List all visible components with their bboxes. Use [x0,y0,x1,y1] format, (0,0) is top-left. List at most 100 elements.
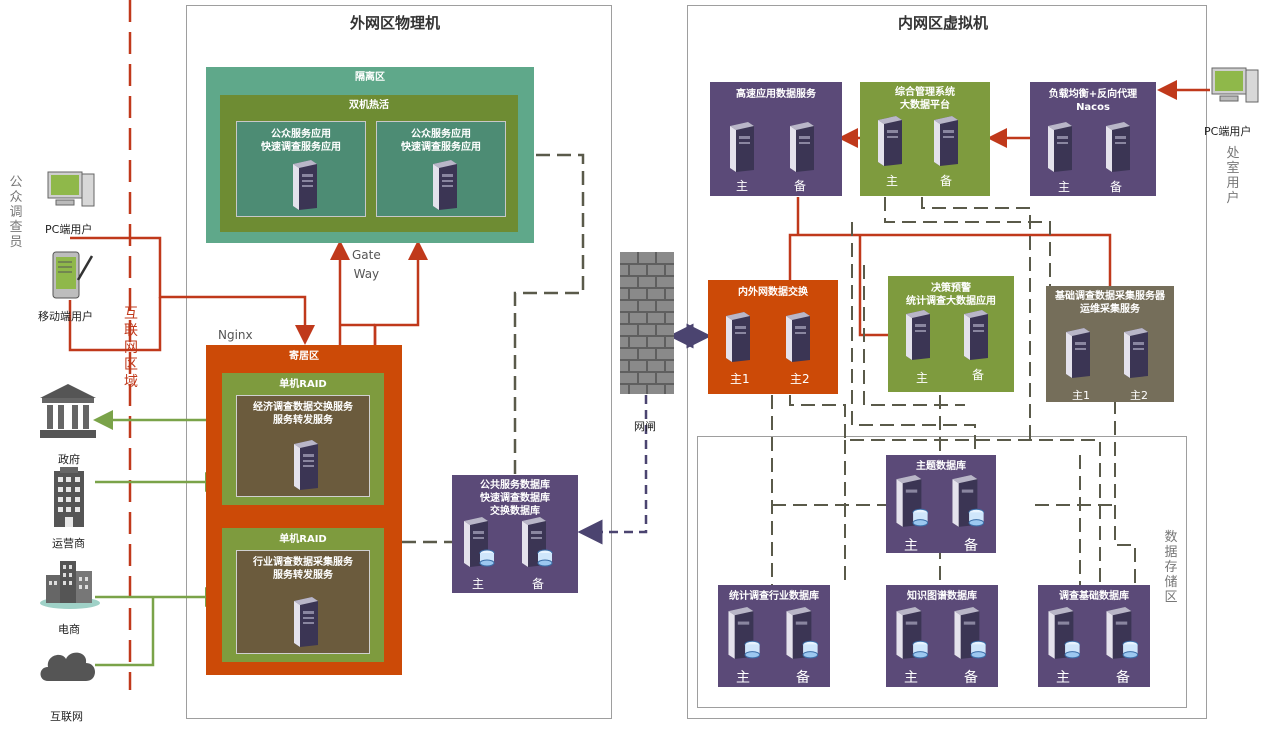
operator[interactable] [50,467,90,529]
isolation-zone: 隔离区 双机热活 公众服务应用 快速调查服务应用 公众服务应用 快速调查服务应用 [206,67,534,243]
server-icon [294,597,318,647]
office-tower-icon [54,467,84,527]
server-icon [433,160,457,210]
collection-service-subtitle: 服务转发服务 [273,570,333,581]
exchange-service-subtitle: 服务转发服务 [273,415,333,426]
office-users-label: 处室用户 [1226,146,1240,206]
industry-db-backup-label: 备 [796,670,810,686]
hs-app-title: 高速应用数据服务 [736,89,816,100]
dual-active-group: 双机热活 公众服务应用 快速调查服务应用 公众服务应用 快速调查服务应用 [220,95,518,232]
db-server-icon [1048,607,1081,659]
public-db-title-3: 交换数据库 [490,506,540,517]
survey-db-title: 调查基础数据库 [1059,591,1129,602]
nginx-label: Nginx [218,328,253,342]
storage-zone-label: 数据存储区 [1164,530,1178,605]
db-server-icon [1106,607,1139,659]
intranet-zone-title: 内网区虚拟机 [898,14,989,32]
hs-app-backup-label: 备 [794,179,807,193]
decision-title-1: 决策预警 [931,283,971,294]
gatekeeper-label: 网闸 [634,420,656,433]
server-icon [294,440,318,490]
public-app-1-subtitle: 快速调查服务应用 [261,142,341,153]
db-server-icon [786,607,819,659]
public-database[interactable]: 公共服务数据库 快速调查数据库 交换数据库 主 备 [452,475,578,593]
mgmt-title-2: 大数据平台 [900,100,950,111]
basic-survey-collector[interactable]: 基础调查数据采集服务器 运维采集服务 主1 主2 [1046,286,1174,402]
load-balancer-nacos[interactable]: 负载均衡+反向代理 Nacos 主 备 [1030,82,1156,196]
server-icon [790,122,814,172]
data-exchange-server[interactable]: 内外网数据交换 主1 主2 [708,280,838,394]
exch-title: 内外网数据交换 [738,287,808,298]
exchange-service-server[interactable]: 经济调查数据交换服务 服务转发服务 [236,395,370,497]
public-db-title-2: 快速调查数据库 [480,493,550,504]
collection-service-server[interactable]: 行业调查数据采集服务 服务转发服务 [236,550,370,654]
pc-user-right-label: PC端用户 [1204,125,1252,138]
basic-main2-label: 主2 [1130,389,1148,402]
server-icon [1124,328,1148,378]
pc-user-left-label: PC端用户 [45,223,93,236]
ecommerce[interactable] [38,555,102,611]
server-icon [1066,328,1090,378]
server-icon [726,312,750,362]
gateway-label-line2: Way [353,267,380,281]
storage-zone [697,436,1187,708]
db-server-icon [896,475,929,527]
mobile-user[interactable] [50,250,94,300]
server-icon [964,310,988,360]
internet-zone-label: 互联网区域 [124,306,138,390]
public-db-main-label: 主 [472,577,485,591]
internet[interactable] [36,645,100,687]
pc-user-right[interactable] [1210,66,1260,112]
industry-database[interactable]: 统计调查行业数据库 主 备 [718,585,830,687]
decision-warning-app[interactable]: 决策预警 统计调查大数据应用 主 备 [888,276,1014,392]
server-icon [906,310,930,360]
db-server-icon [896,607,929,659]
lb-title-2: Nacos [1076,102,1110,113]
internet-label: 互联网 [50,710,83,723]
public-app-server-1[interactable]: 公众服务应用 快速调查服务应用 [236,121,366,217]
theme-database[interactable]: 主题数据库 主 备 [886,455,996,554]
public-app-server-2[interactable]: 公众服务应用 快速调查服务应用 [376,121,506,217]
theme-db-title: 主题数据库 [916,461,966,472]
mgmt-main-label: 主 [886,174,899,188]
government[interactable] [38,382,98,440]
server-icon [1106,122,1130,172]
public-app-2-title: 公众服务应用 [411,129,471,140]
mgmt-bigdata-platform[interactable]: 综合管理系统 大数据平台 主 备 [860,82,990,196]
basic-title-2: 运维采集服务 [1080,304,1140,315]
hs-app-data-service[interactable]: 高速应用数据服务 主 备 [710,82,842,196]
gatekeeper[interactable] [620,252,674,394]
isolation-zone-title: 隔离区 [355,72,385,83]
db-server-icon [464,517,495,567]
city-buildings-icon [40,561,100,609]
raid-group-2: 单机RAID 行业调查数据采集服务 服务转发服务 [222,528,384,662]
server-icon [786,312,810,362]
lb-main-label: 主 [1058,180,1071,194]
db-server-icon [522,517,553,567]
pc-user-left[interactable] [46,170,96,210]
public-db-title-1: 公共服务数据库 [480,480,550,491]
survey-basic-database[interactable]: 调查基础数据库 主 备 [1038,585,1150,687]
parasite-zone: 寄居区 单机RAID 经济调查数据交换服务 服务转发服务 单机RAID 行业调查… [206,345,402,675]
intranet-zone [687,5,1207,719]
knowledge-graph-database[interactable]: 知识图谱数据库 主 备 [886,585,998,687]
mobile-user-label: 移动端用户 [38,310,93,323]
public-app-2-subtitle: 快速调查服务应用 [401,142,481,153]
db-server-icon [952,475,985,527]
dmz-zone-title: 外网区物理机 [350,14,441,32]
decision-main-label: 主 [916,371,929,385]
cloud-icon [40,652,95,681]
hs-app-main-label: 主 [736,179,749,193]
raid-group-1-title: 单机RAID [279,379,327,390]
survey-db-main-label: 主 [1056,670,1070,686]
server-icon [878,116,902,166]
government-building-icon [40,384,96,438]
brick-wall-icon [620,252,674,394]
kg-db-backup-label: 备 [964,670,978,686]
desktop-computer-icon [47,171,95,207]
exchange-service-title: 经济调查数据交换服务 [253,402,353,413]
mgmt-title-1: 综合管理系统 [895,87,955,98]
gateway-label: Gate Way [352,246,381,284]
db-server-icon [728,607,761,659]
